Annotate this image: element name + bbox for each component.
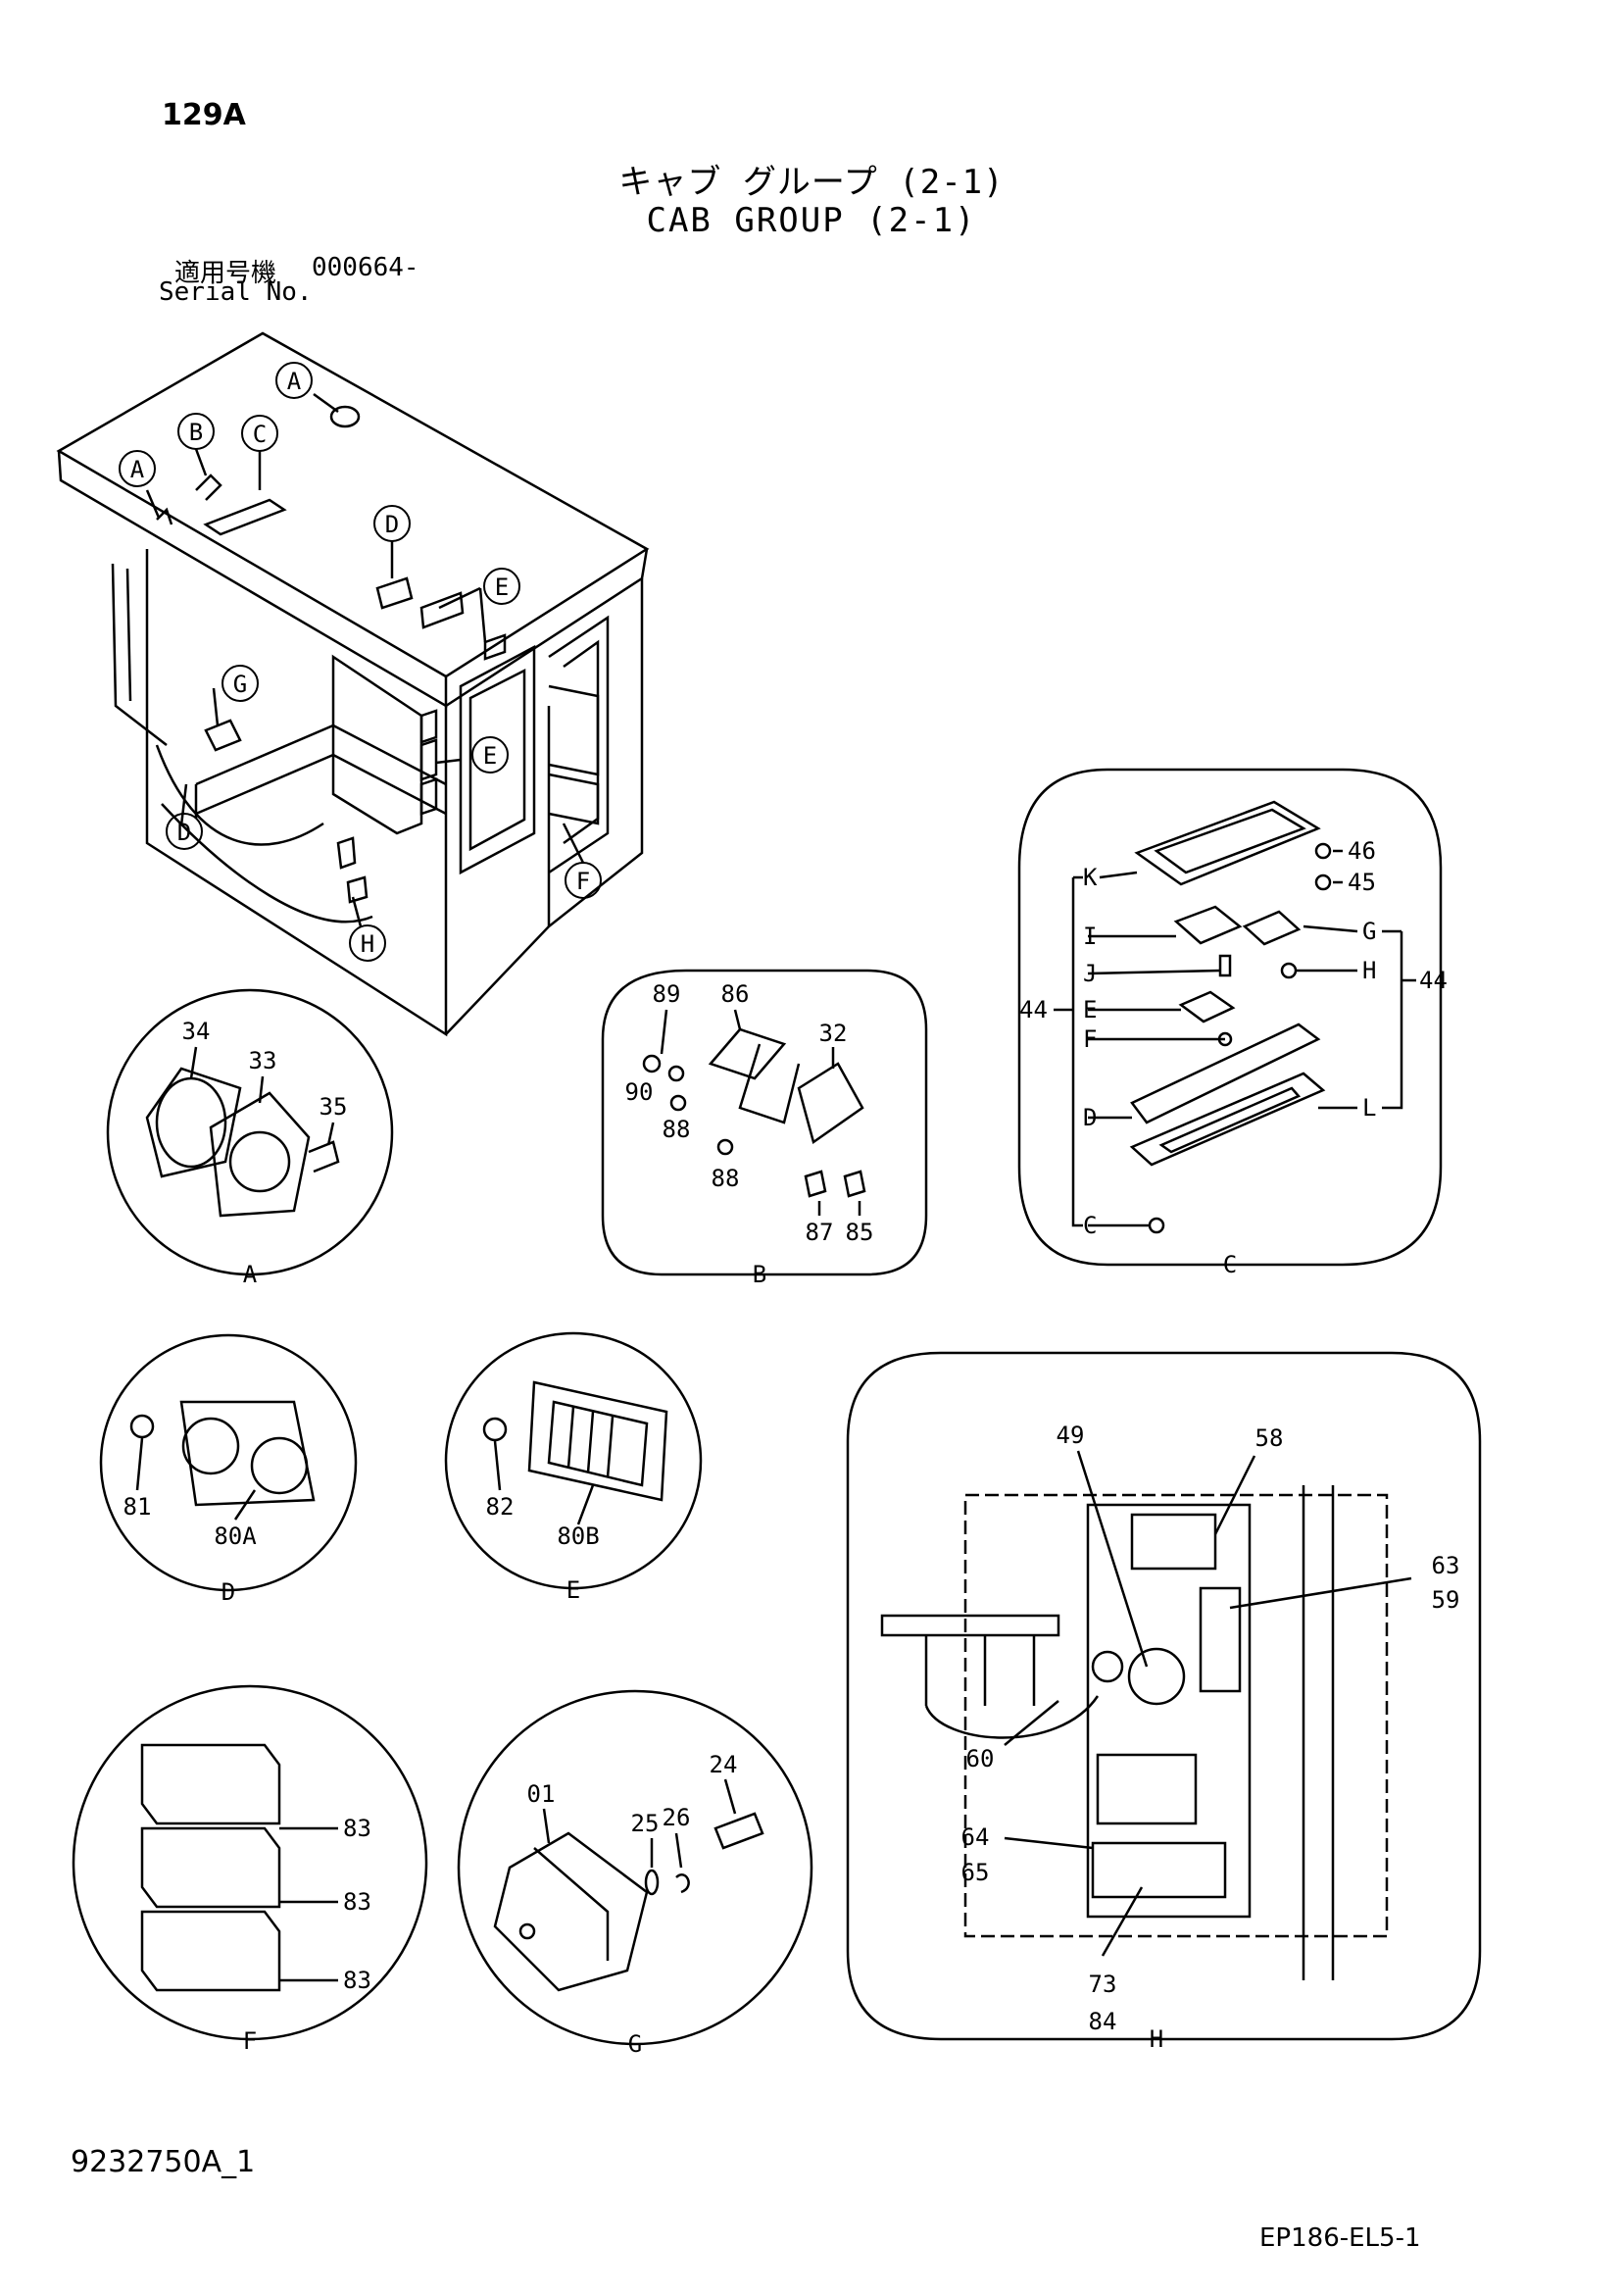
part-89: 89 [653, 980, 681, 1008]
part-45: 45 [1348, 869, 1376, 896]
detail-c-labels: 46 45 44 44 K I J E F D C G H L C [1019, 837, 1448, 1278]
letter-i: I [1083, 923, 1097, 950]
callout-d-roof: D [385, 511, 399, 538]
detail-g-labels: 01 25 26 24 G [527, 1751, 738, 2058]
part-81: 81 [123, 1493, 152, 1521]
detail-f-labels: 83 83 83 F [243, 1815, 371, 2055]
main-view-callouts [119, 362, 602, 962]
detail-view-f [72, 1684, 428, 2041]
part-64: 64 [961, 1823, 990, 1851]
page-title: CAB GROUP (2-1) [646, 201, 977, 240]
detail-e-label: E [566, 1576, 580, 1604]
part-83-top: 83 [343, 1815, 371, 1842]
detail-h-label: H [1150, 2025, 1163, 2053]
serial-number: 000664- [312, 253, 419, 282]
callout-a-front: A [130, 456, 145, 483]
letter-e: E [1083, 996, 1097, 1023]
detail-d-labels: 81 80A D [123, 1493, 258, 1606]
part-60: 60 [966, 1745, 995, 1772]
detail-view-e [444, 1331, 703, 1590]
serial-label-japanese: 適用号機 [174, 259, 277, 288]
detail-c-label: C [1223, 1251, 1237, 1278]
part-73: 73 [1089, 1971, 1117, 1998]
part-87: 87 [806, 1219, 834, 1246]
part-49: 49 [1057, 1422, 1085, 1449]
letter-l: L [1362, 1094, 1376, 1122]
part-46: 46 [1348, 837, 1376, 865]
part-44-right: 44 [1419, 967, 1448, 994]
callout-f: F [576, 868, 590, 895]
part-63: 63 [1432, 1552, 1460, 1579]
part-44-left: 44 [1019, 996, 1048, 1023]
part-32: 32 [819, 1020, 848, 1047]
detail-b-labels: 89 86 32 90 88 88 87 85 B [625, 980, 874, 1288]
letter-c: C [1083, 1212, 1097, 1239]
callout-c: C [253, 421, 267, 448]
part-88-upper: 88 [663, 1116, 691, 1143]
part-82: 82 [486, 1493, 515, 1521]
detail-a-labels: 34 33 35 A [182, 1018, 348, 1288]
detail-view-g [457, 1689, 813, 2046]
callout-e-roof: E [495, 574, 509, 601]
page-title-japanese: キャブ グループ (2-1) [618, 163, 1005, 202]
part-34: 34 [182, 1018, 211, 1045]
detail-e-labels: 82 80B E [486, 1493, 600, 1604]
callout-a-roof: A [287, 368, 302, 395]
part-86: 86 [721, 980, 750, 1008]
part-65: 65 [961, 1859, 990, 1886]
page-number: 129A [162, 98, 246, 132]
callout-d-side: D [177, 819, 191, 846]
part-24: 24 [710, 1751, 738, 1778]
part-25: 25 [631, 1810, 660, 1837]
letter-j: J [1083, 960, 1097, 987]
detail-view-a [106, 988, 394, 1276]
callout-b: B [189, 419, 203, 446]
part-90: 90 [625, 1078, 654, 1106]
callout-h: H [361, 930, 374, 958]
part-88-lower: 88 [712, 1165, 740, 1192]
detail-f-label: F [243, 2027, 257, 2055]
part-01: 01 [527, 1780, 556, 1808]
detail-d-label: D [221, 1578, 235, 1606]
detail-g-label: G [628, 2030, 642, 2058]
detail-h-labels: 49 58 63 59 60 64 65 73 84 H [961, 1422, 1460, 2053]
part-80a: 80A [214, 1522, 257, 1550]
part-33: 33 [249, 1047, 277, 1074]
letter-f: F [1083, 1025, 1097, 1053]
document-number: 9232750A_1 [71, 2145, 256, 2179]
letter-k: K [1083, 864, 1098, 891]
part-84: 84 [1089, 2008, 1117, 2035]
detail-a-label: A [243, 1261, 258, 1288]
detail-view-d [99, 1333, 358, 1592]
part-85: 85 [846, 1219, 874, 1246]
part-83-middle: 83 [343, 1888, 371, 1916]
figure-code: EP186-EL5-1 [1259, 2223, 1421, 2253]
part-83-bottom: 83 [343, 1967, 371, 1994]
callout-g: G [233, 671, 247, 698]
detail-b-label: B [753, 1261, 766, 1288]
callout-e-side: E [483, 742, 497, 770]
main-view-callout-letters: A A B C D E E G D H F [130, 368, 590, 958]
part-80b: 80B [557, 1522, 599, 1550]
letter-h: H [1362, 957, 1376, 984]
letter-d: D [1083, 1104, 1097, 1131]
part-35: 35 [320, 1093, 348, 1121]
detail-view-h [846, 1351, 1482, 2041]
detail-view-c [1017, 768, 1443, 1267]
part-58: 58 [1255, 1424, 1284, 1452]
part-59: 59 [1432, 1586, 1460, 1614]
cab-assembly-view [56, 331, 650, 1037]
detail-view-b [601, 969, 928, 1276]
serial-label: Serial No. [159, 277, 313, 307]
letter-g: G [1362, 918, 1376, 945]
part-26: 26 [663, 1804, 691, 1831]
